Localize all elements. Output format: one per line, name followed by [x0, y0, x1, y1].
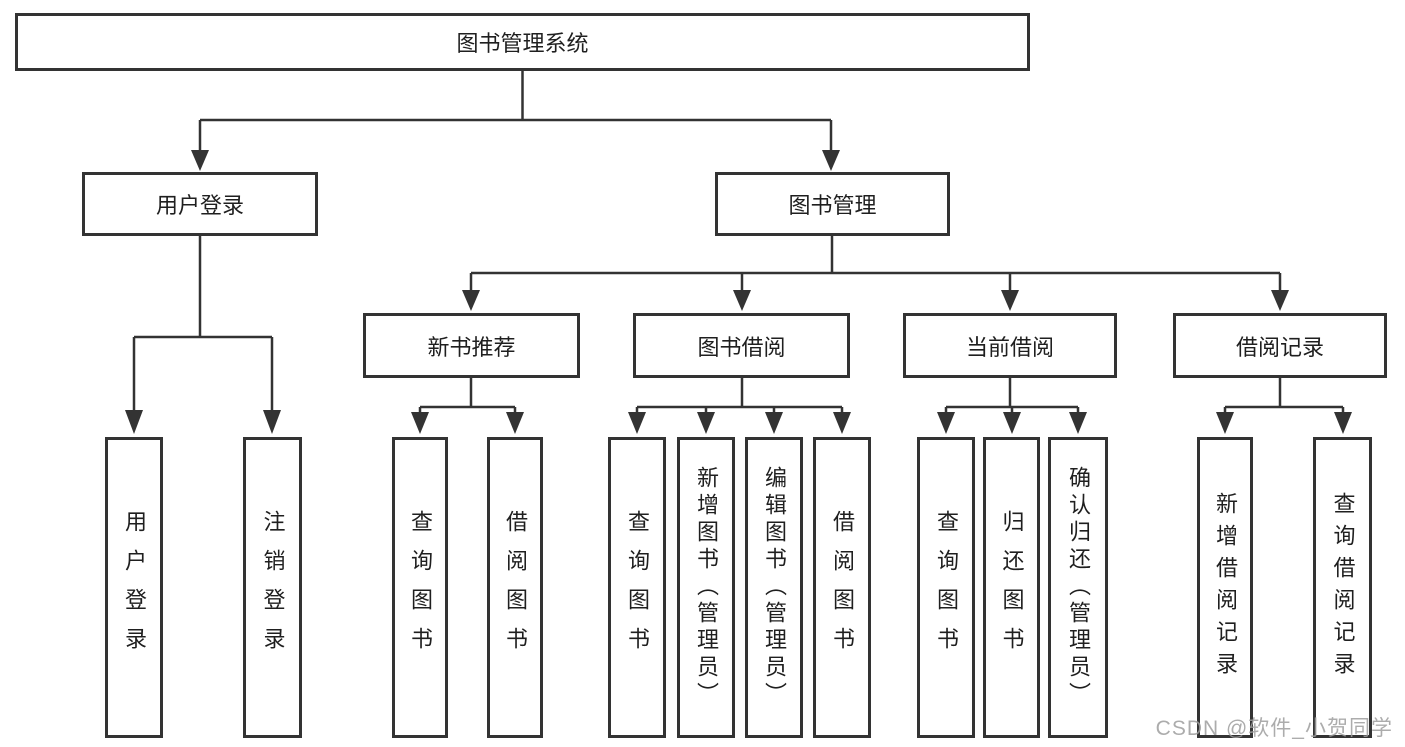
arrow-down-icon — [733, 290, 751, 311]
arrow-down-icon — [1069, 412, 1087, 434]
node-label: 新书推荐 — [427, 334, 516, 360]
leaf-label: 查询图书 — [625, 509, 650, 666]
leaf-return-books: 归还图书 — [983, 437, 1040, 738]
node-book-borrow: 图书借阅 — [633, 313, 850, 378]
leaf-add-borrow-record: 新增借阅记录 — [1197, 437, 1253, 738]
leaf-edit-book-admin: 编辑图书（管理员） — [745, 437, 803, 738]
leaf-user-login: 用户登录 — [105, 437, 163, 738]
arrow-down-icon — [263, 410, 281, 434]
arrow-down-icon — [125, 410, 143, 434]
node-user-login-branch: 用户登录 — [82, 172, 318, 236]
arrow-down-icon — [1003, 412, 1021, 434]
leaf-query-books-borrow: 查询图书 — [608, 437, 666, 738]
leaf-label: 注销登录 — [260, 509, 286, 666]
leaf-query-books-recommend: 查询图书 — [392, 437, 448, 738]
leaf-label: 借阅图书 — [830, 509, 855, 666]
arrow-down-icon — [506, 412, 524, 434]
arrow-down-icon — [1001, 290, 1019, 311]
leaf-label: 编辑图书（管理员） — [762, 466, 787, 709]
leaf-borrow-books-recommend: 借阅图书 — [487, 437, 543, 738]
node-book-management: 图书管理 — [715, 172, 950, 236]
node-new-book-recommend: 新书推荐 — [363, 313, 580, 378]
leaf-add-book-admin: 新增图书（管理员） — [677, 437, 735, 738]
node-label: 图书管理系统 — [456, 31, 589, 56]
leaf-borrow-books: 借阅图书 — [813, 437, 871, 738]
arrow-down-icon — [1334, 412, 1352, 434]
connector-lines — [132, 71, 1345, 414]
leaf-label: 查询图书 — [934, 509, 959, 666]
leaf-label: 归还图书 — [999, 509, 1025, 666]
arrow-down-icon — [191, 150, 209, 171]
arrow-down-icon — [833, 412, 851, 434]
csdn-watermark: CSDN @软件_小贺同学 — [1155, 717, 1393, 740]
leaf-label: 查询借阅记录 — [1330, 491, 1356, 684]
node-label: 图书管理 — [788, 193, 877, 218]
arrow-down-icon — [937, 412, 955, 434]
arrow-down-icon — [628, 412, 646, 434]
arrow-down-icon — [765, 412, 783, 434]
node-current-borrow: 当前借阅 — [903, 313, 1117, 378]
node-label: 借阅记录 — [1235, 334, 1324, 360]
arrow-down-icon — [822, 150, 840, 171]
arrow-down-icon — [1271, 290, 1289, 311]
leaf-logout: 注销登录 — [243, 437, 302, 738]
leaf-confirm-return-admin: 确认归还（管理员） — [1048, 437, 1108, 738]
leaf-label: 用户登录 — [122, 509, 147, 666]
leaf-label: 新增图书（管理员） — [694, 466, 719, 709]
arrow-down-icon — [1216, 412, 1234, 434]
node-borrow-records: 借阅记录 — [1173, 313, 1387, 378]
leaf-label: 查询图书 — [408, 509, 433, 666]
leaf-query-borrow-record: 查询借阅记录 — [1313, 437, 1372, 738]
node-label: 当前借阅 — [965, 334, 1054, 360]
leaf-label: 确认归还（管理员） — [1066, 466, 1091, 709]
node-library-system: 图书管理系统 — [15, 13, 1030, 71]
node-label: 图书借阅 — [697, 334, 786, 360]
leaf-label: 借阅图书 — [503, 509, 528, 666]
leaf-query-books-current: 查询图书 — [917, 437, 975, 738]
leaf-label: 新增借阅记录 — [1213, 491, 1238, 684]
node-label: 用户登录 — [155, 193, 244, 218]
arrow-down-icon — [462, 290, 480, 311]
arrow-down-icons — [125, 150, 1352, 434]
arrow-down-icon — [411, 412, 429, 434]
arrow-down-icon — [697, 412, 715, 434]
